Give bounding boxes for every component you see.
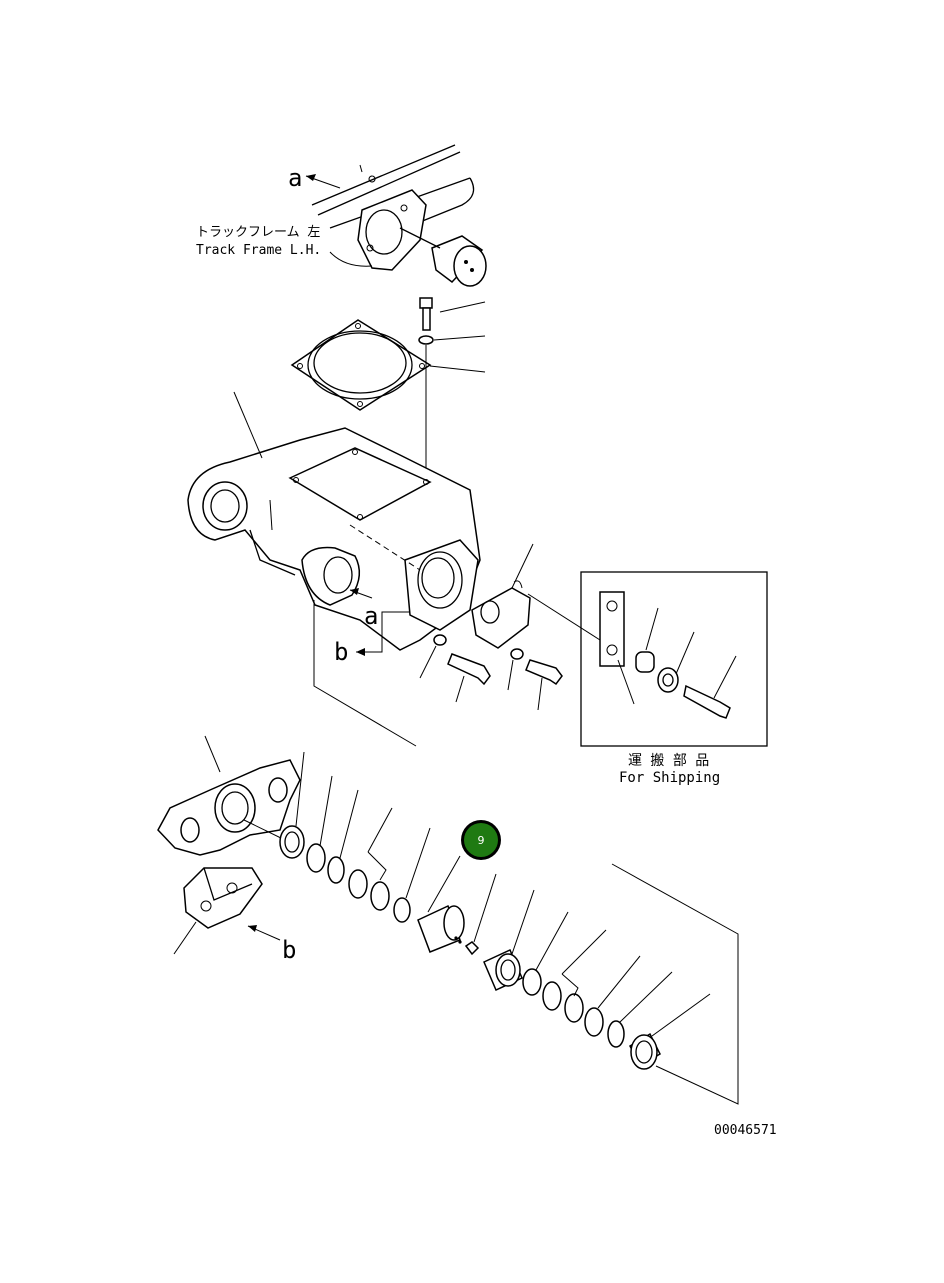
grease-fitting — [464, 873, 497, 956]
center-pin — [417, 855, 465, 953]
track-frame-label-jp: トラックフレーム 左 — [196, 225, 320, 240]
right-seal-group — [483, 889, 711, 1070]
shipping-label-en: For Shipping — [619, 770, 720, 786]
track-frame — [311, 144, 475, 271]
body-bolt-right — [507, 648, 563, 711]
shipping-label-jp: 運 搬 部 品 — [628, 753, 709, 769]
drawing-number: 00046571 — [714, 1123, 777, 1138]
retainer-plate — [471, 543, 534, 649]
body-bolt-left — [419, 634, 491, 703]
track-frame-label-en: Track Frame L.H. — [196, 243, 321, 258]
equalizer-bar-section — [157, 735, 301, 856]
arrow-icon — [356, 648, 365, 656]
cover-plate — [290, 319, 486, 478]
view-letter-a-top: a — [288, 164, 302, 192]
callout-badge-fill — [464, 823, 498, 857]
cover-bolt — [419, 297, 486, 331]
left-seal-group — [279, 751, 431, 923]
view-letter-b-body: b — [334, 638, 348, 666]
mounting-block — [173, 867, 263, 955]
arrow-icon — [248, 925, 257, 932]
equalizer-bar-body — [187, 427, 481, 651]
view-letter-b-lower: b — [282, 936, 296, 964]
callout-badge[interactable]: 9 — [461, 820, 501, 860]
arrow-icon — [306, 174, 316, 181]
frame-pin — [399, 227, 487, 287]
cover-washer — [418, 335, 486, 345]
arrow-icon — [350, 588, 359, 595]
view-letter-a-body: a — [364, 602, 378, 630]
shipping-box — [527, 571, 768, 747]
callout-badge-number: 9 — [478, 834, 485, 847]
